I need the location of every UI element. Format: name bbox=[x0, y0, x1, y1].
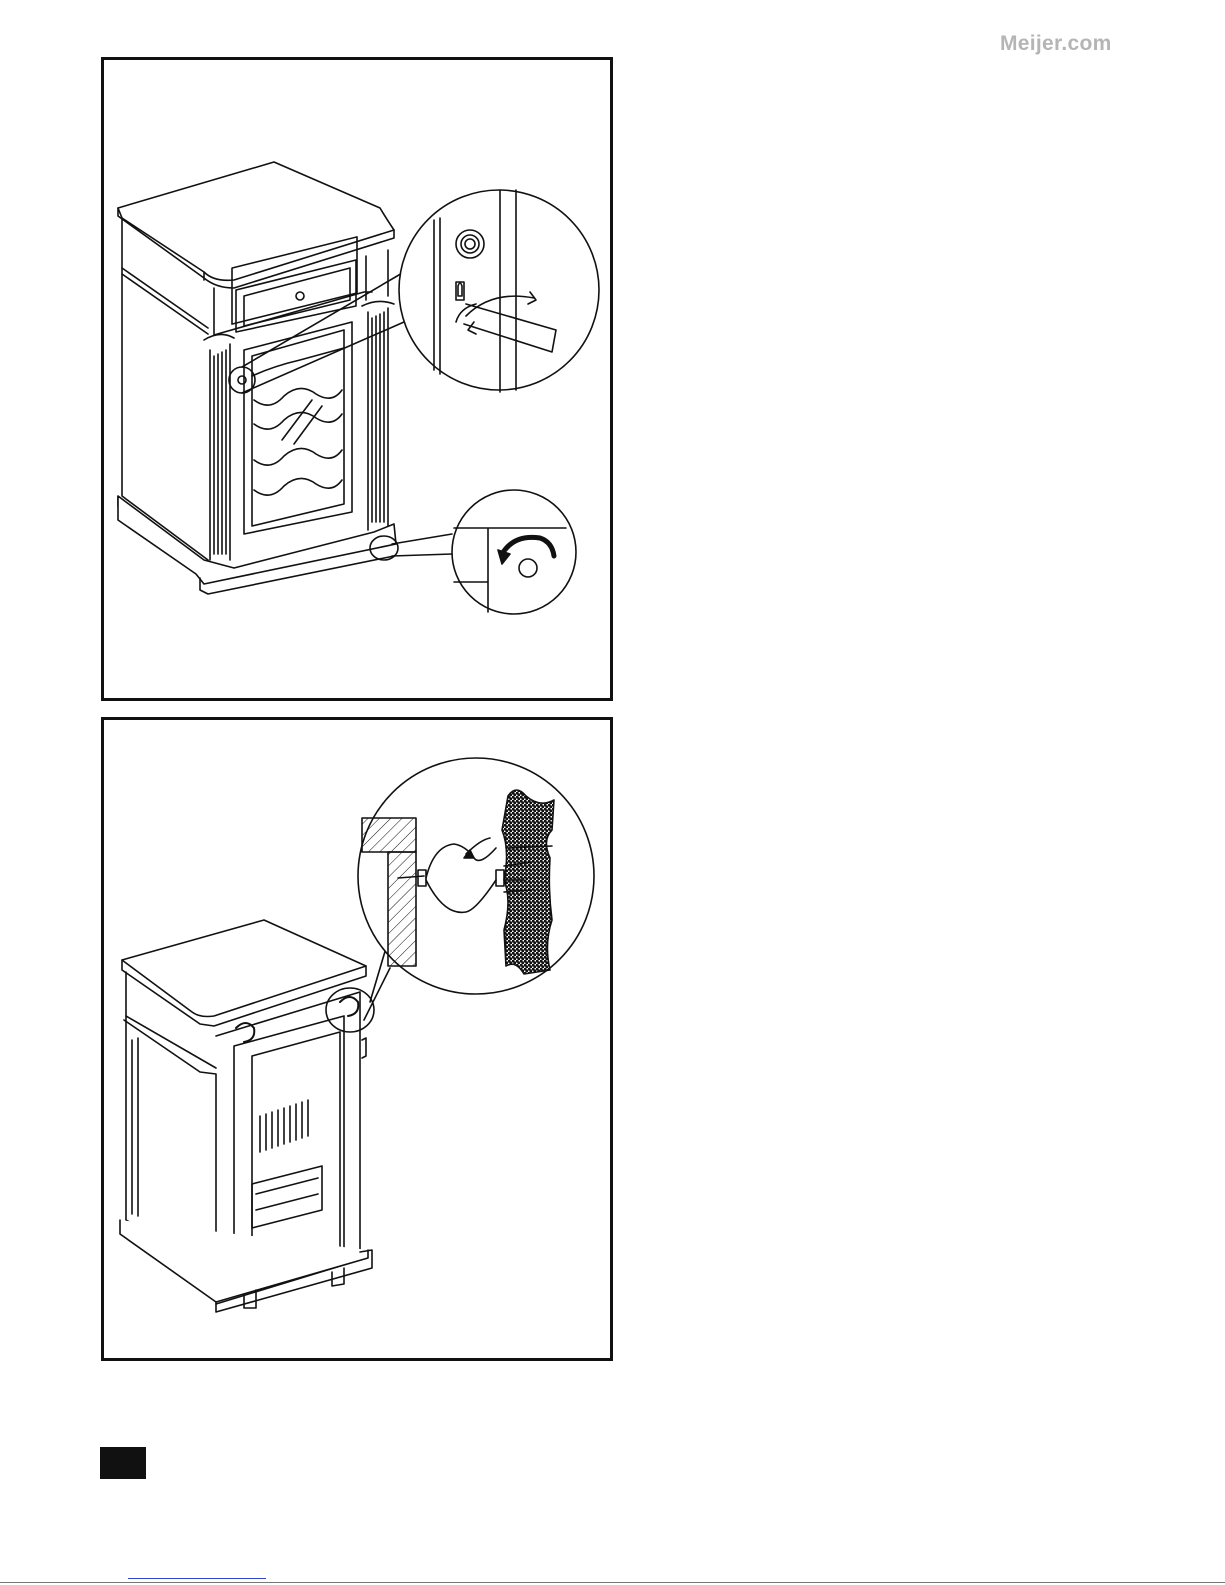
cabinet-rear-illustration bbox=[104, 720, 610, 1358]
footer-rule bbox=[0, 1582, 1225, 1583]
footer-link-underline[interactable] bbox=[128, 1578, 266, 1579]
cabinet-front-illustration bbox=[104, 60, 610, 698]
page-number-badge bbox=[100, 1447, 146, 1479]
figure-rear-view bbox=[101, 717, 613, 1361]
meijer-watermark: Meijer.com bbox=[1000, 32, 1112, 56]
figure-front-view bbox=[101, 57, 613, 701]
